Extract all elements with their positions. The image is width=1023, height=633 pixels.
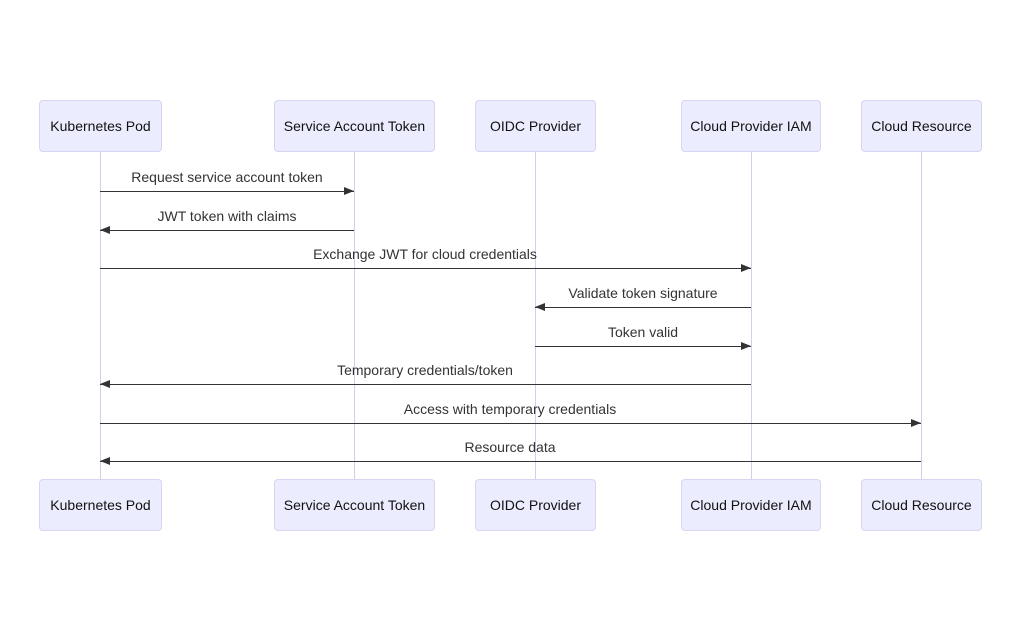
- actor-top-service-account-token: Service Account Token: [274, 100, 435, 152]
- actor-label: OIDC Provider: [489, 497, 582, 513]
- message-label: Resource data: [464, 439, 556, 455]
- message-arrow-resource-data: [100, 457, 921, 465]
- message-label: Temporary credentials/token: [337, 362, 513, 378]
- message-arrow-access-with-temporary-credentials: [100, 419, 921, 427]
- actor-label: Service Account Token: [283, 497, 426, 513]
- arrowhead-right-icon: [741, 264, 751, 272]
- actor-label: Kubernetes Pod: [50, 118, 151, 134]
- lifeline-kubernetes-pod: [100, 152, 101, 479]
- message-label: Exchange JWT for cloud credentials: [313, 246, 537, 262]
- lifeline-service-account-token: [354, 152, 355, 479]
- actor-bottom-kubernetes-pod: Kubernetes Pod: [39, 479, 162, 531]
- actor-bottom-cloud-provider-iam: Cloud Provider IAM: [681, 479, 821, 531]
- message-arrow-request-service-account-token: [100, 187, 354, 195]
- lifeline-cloud-resource: [921, 152, 922, 479]
- actor-label: OIDC Provider: [489, 118, 582, 134]
- actor-bottom-oidc-provider: OIDC Provider: [475, 479, 596, 531]
- actor-bottom-cloud-resource: Cloud Resource: [861, 479, 982, 531]
- actor-top-oidc-provider: OIDC Provider: [475, 100, 596, 152]
- actor-label: Kubernetes Pod: [50, 497, 151, 513]
- arrowhead-left-icon: [100, 226, 110, 234]
- arrowhead-right-icon: [741, 342, 751, 350]
- actor-top-kubernetes-pod: Kubernetes Pod: [39, 100, 162, 152]
- actor-label: Cloud Resource: [871, 118, 972, 134]
- lifeline-cloud-provider-iam: [751, 152, 752, 479]
- message-label: JWT token with claims: [157, 208, 297, 224]
- arrowhead-left-icon: [100, 457, 110, 465]
- arrowhead-left-icon: [535, 303, 545, 311]
- message-label: Request service account token: [131, 169, 323, 185]
- actor-top-cloud-provider-iam: Cloud Provider IAM: [681, 100, 821, 152]
- message-arrow-temporary-credentials: [100, 380, 751, 388]
- actor-top-cloud-resource: Cloud Resource: [861, 100, 982, 152]
- lifeline-oidc-provider: [535, 152, 536, 479]
- message-label: Validate token signature: [568, 285, 718, 301]
- message-label: Token valid: [607, 324, 679, 340]
- actor-label: Service Account Token: [283, 118, 426, 134]
- message-arrow-jwt-token-with-claims: [100, 226, 354, 234]
- actor-bottom-service-account-token: Service Account Token: [274, 479, 435, 531]
- message-arrow-validate-token-signature: [535, 303, 751, 311]
- message-arrow-exchange-jwt: [100, 264, 751, 272]
- message-arrow-token-valid: [535, 342, 751, 350]
- arrowhead-right-icon: [911, 419, 921, 427]
- actor-label: Cloud Provider IAM: [690, 118, 812, 134]
- actor-label: Cloud Provider IAM: [690, 497, 812, 513]
- message-label: Access with temporary credentials: [403, 401, 617, 417]
- arrowhead-right-icon: [344, 187, 354, 195]
- actor-label: Cloud Resource: [871, 497, 972, 513]
- arrowhead-left-icon: [100, 380, 110, 388]
